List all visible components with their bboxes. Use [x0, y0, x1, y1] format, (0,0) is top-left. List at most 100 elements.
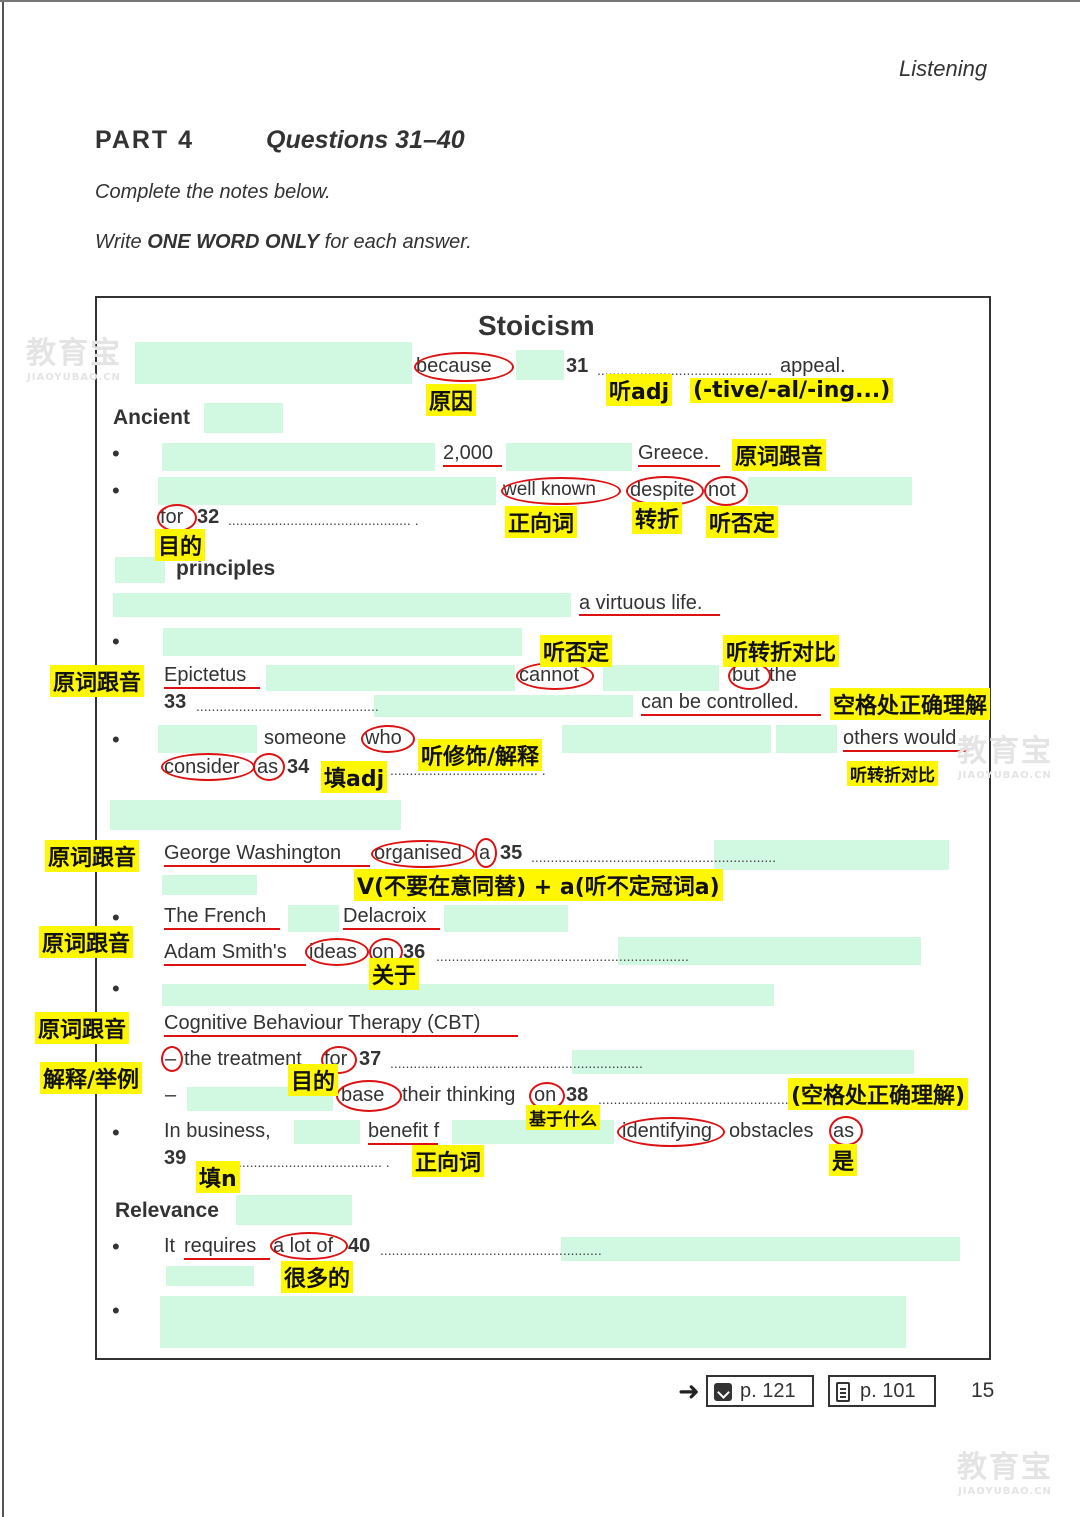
mask-block	[294, 1120, 360, 1144]
bullet: •	[112, 905, 120, 930]
red-circle	[617, 1117, 725, 1147]
section-header: Listening	[899, 56, 988, 81]
mask-block	[236, 1195, 352, 1225]
arrow-icon: ➜	[678, 1376, 700, 1406]
red-underline	[368, 1143, 438, 1145]
page-ref-answer[interactable]: p. 121	[706, 1375, 814, 1407]
red-circle	[336, 1080, 402, 1112]
red-circle	[475, 838, 497, 868]
page-ref-transcript[interactable]: p. 101	[828, 1375, 936, 1407]
annotation-contrast-3: 听转折对比	[847, 761, 938, 786]
mask-block	[113, 593, 571, 617]
answer-blank-38[interactable]: ........................................…	[598, 1091, 793, 1107]
question-33-number: 33	[164, 691, 187, 713]
mask-block	[603, 665, 719, 691]
red-circle	[161, 753, 255, 781]
instruction-2-post: for each answer.	[319, 231, 472, 253]
red-underline	[638, 465, 720, 467]
annotation-many: 很多的	[281, 1261, 354, 1293]
instruction-1: Complete the notes below.	[95, 181, 331, 203]
notes-box	[95, 296, 991, 1360]
page-edge-left	[2, 0, 4, 1517]
mask-block	[135, 342, 412, 384]
mask-block	[572, 1050, 914, 1074]
watermark-en: JIAOYUBAO.CN	[958, 1486, 1052, 1497]
red-underline	[184, 1258, 270, 1260]
red-circle	[371, 840, 475, 868]
word-appeal: appeal.	[780, 355, 846, 377]
answer-blank-37[interactable]: ........................................…	[390, 1055, 643, 1071]
answer-key-icon	[714, 1382, 732, 1401]
annotation-original-word-4: 原词跟音	[39, 926, 134, 958]
red-underline	[843, 750, 969, 752]
text-cbt: Cognitive Behaviour Therapy (CBT)	[164, 1012, 481, 1034]
word-delacroix: Delacroix	[343, 905, 427, 927]
answer-blank-40[interactable]: ........................................…	[380, 1242, 602, 1258]
annotation-contrast-2: 听转折对比	[723, 635, 840, 667]
red-underline	[164, 865, 370, 867]
annotation-original-word-2: 原词跟音	[50, 665, 145, 697]
mask-block	[266, 665, 515, 691]
red-circle	[321, 1046, 357, 1074]
word-someone: someone	[264, 727, 347, 749]
question-range: Questions 31–40	[266, 126, 465, 154]
heading-ancient: Ancient	[113, 406, 191, 429]
heading-relevance: Relevance	[115, 1199, 219, 1222]
red-circle	[704, 476, 748, 506]
bullet: •	[112, 441, 120, 466]
page-ref-answer-label: p. 121	[740, 1380, 796, 1402]
answer-blank-33[interactable]: ........................................…	[196, 698, 379, 714]
annotation-positive-word-2: 正向词	[412, 1145, 485, 1177]
red-underline	[579, 614, 720, 616]
red-underline	[343, 928, 440, 930]
bullet: •	[112, 976, 120, 1001]
answer-blank-32[interactable]: ........................................…	[228, 512, 419, 528]
watermark-en: JIAOYUBAO.CN	[958, 770, 1052, 781]
annotation-about: 关于	[369, 958, 420, 990]
mask-block	[748, 477, 912, 505]
red-underline	[164, 928, 280, 930]
question-34-number: 34	[287, 756, 310, 778]
notes-title: Stoicism	[478, 310, 595, 341]
mask-block	[162, 875, 257, 895]
annotation-negation: 听否定	[706, 506, 779, 538]
mask-block	[374, 695, 633, 717]
annotation-purpose-2: 目的	[288, 1064, 339, 1096]
red-circle	[361, 725, 415, 753]
page-number: 15	[971, 1379, 995, 1402]
annotation-contrast: 转折	[632, 502, 683, 534]
text-the-french: The French	[164, 905, 267, 927]
dash-2: –	[165, 1084, 177, 1106]
text-the-treatment: the treatment	[184, 1048, 302, 1070]
annotation-fill-adj: 填adj	[321, 761, 388, 793]
red-underline	[443, 465, 502, 467]
word-greece: Greece.	[638, 442, 710, 464]
mask-block	[516, 350, 564, 380]
annotation-original-word-5: 原词跟音	[35, 1012, 130, 1044]
mask-block	[618, 937, 921, 965]
text-their-thinking: their thinking	[402, 1084, 516, 1106]
answer-blank-39[interactable]: ..................................... .	[238, 1154, 390, 1170]
annotation-understand-blank-2: (空格处正确理解)	[788, 1078, 969, 1110]
bullet: •	[112, 478, 120, 503]
annotation-verb-article: V(不要在意同替) + a(听不定冠词a)	[354, 869, 723, 901]
mask-block	[562, 725, 771, 753]
annotation-understand-blank: 空格处正确理解	[830, 688, 991, 720]
answer-blank-35[interactable]: ........................................…	[531, 849, 777, 865]
question-31-number: 31	[566, 355, 589, 377]
mask-block	[162, 443, 435, 471]
text-can-be-controlled: can be controlled.	[641, 691, 799, 713]
red-underline	[164, 1035, 518, 1037]
mask-block	[444, 905, 568, 932]
red-circle	[270, 1232, 348, 1260]
bullet: •	[112, 1234, 120, 1259]
annotation-based-on: 基于什么	[526, 1105, 600, 1130]
word-obstacles: obstacles	[729, 1120, 814, 1142]
red-circle	[305, 938, 369, 966]
transcript-icon	[836, 1381, 850, 1402]
answer-blank-36[interactable]: ........................................…	[436, 948, 689, 964]
page-ref-transcript-label: p. 101	[860, 1380, 916, 1402]
bullet: •	[112, 1120, 120, 1145]
